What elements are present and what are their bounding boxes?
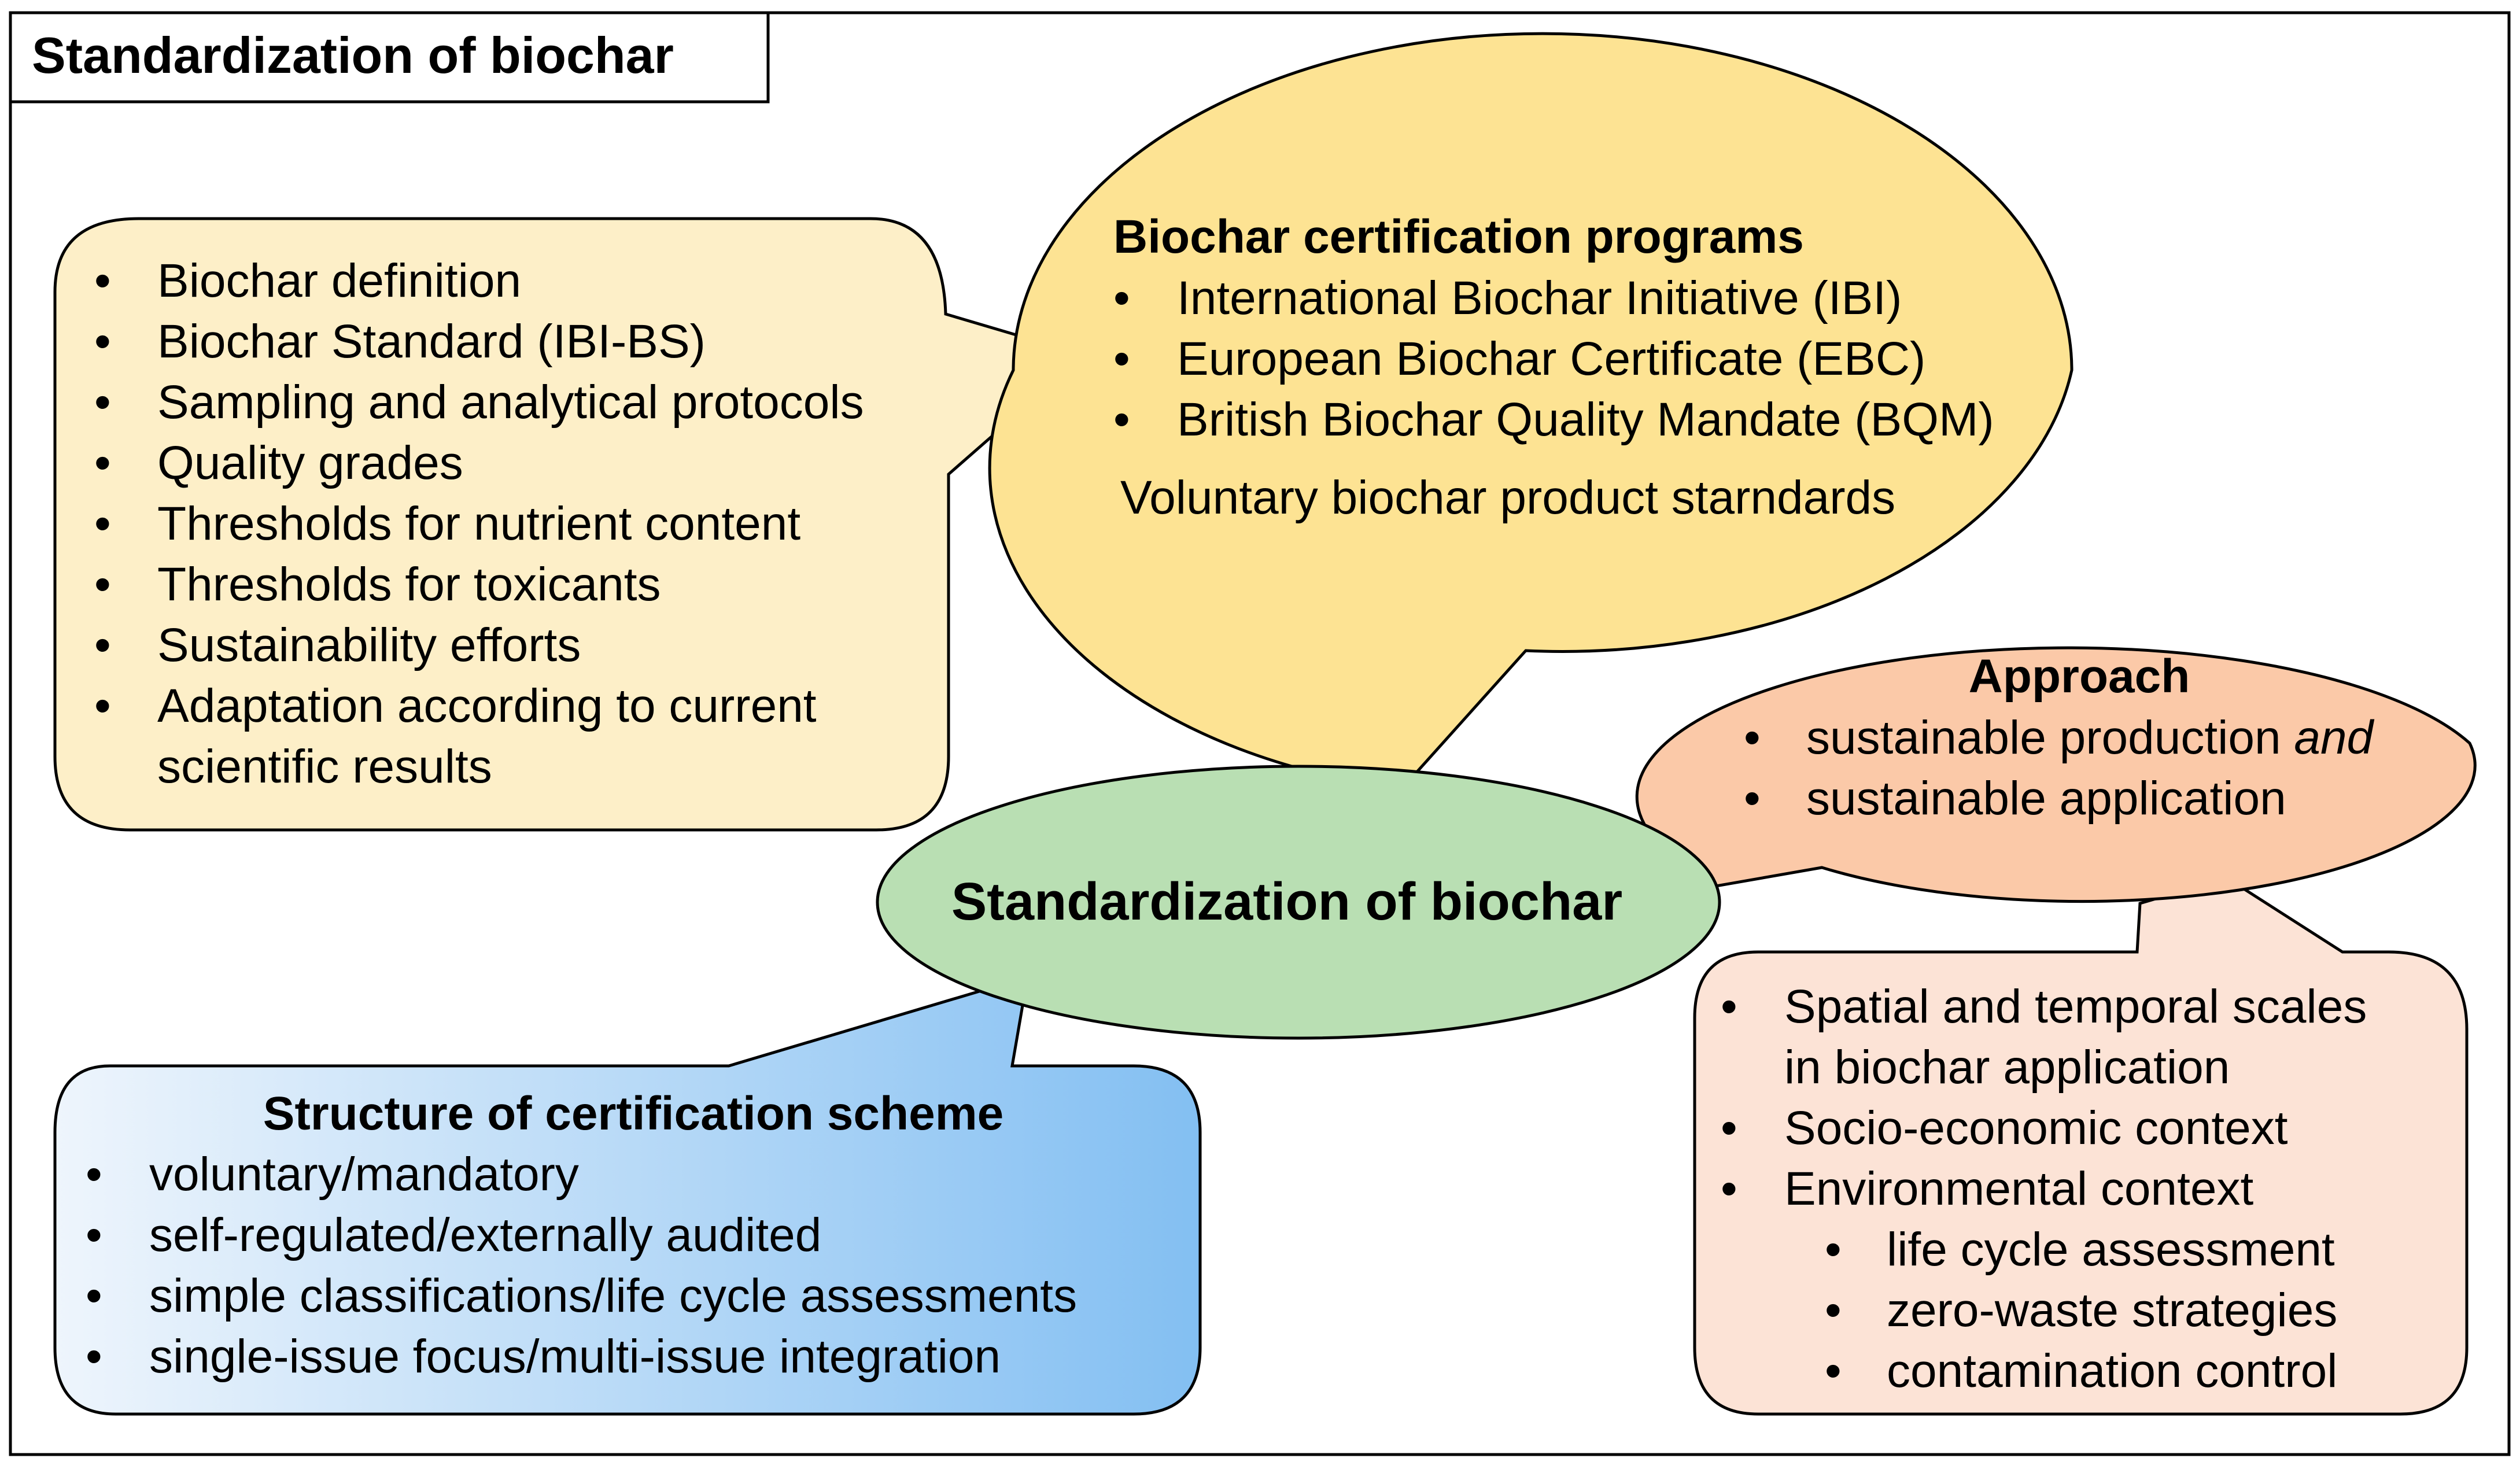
bullet-glyph: • [86,1330,102,1383]
scheme-list: • voluntary/mandatory • self-regulated/e… [86,1148,1077,1383]
standard-item: Quality grades [157,437,463,489]
bullet-glyph: • [1113,333,1130,385]
standard-item: Thresholds for nutrient content [157,497,800,550]
certification-item: British Biochar Quality Mandate (BQM) [1177,393,1994,446]
bullet-glyph: • [1113,393,1130,446]
bullet-glyph: • [86,1148,102,1201]
context-list: • Spatial and temporal scales in biochar… [1721,980,2367,1397]
context-item-continuation: in biochar application [1784,1041,2230,1094]
bullet-glyph: • [94,376,111,429]
standard-list: • Biochar definition • Biochar Standard … [94,254,864,793]
bullet-glyph: • [94,315,111,368]
bullet-glyph: • [94,254,111,307]
standard-item: Sampling and analytical protocols [157,376,864,429]
context-item: Spatial and temporal scales [1784,980,2367,1033]
certification-footer: Voluntary biochar product starndards [1120,471,1895,524]
bullet-glyph: • [1721,980,1737,1033]
scheme-title: Structure of certification scheme [263,1087,1003,1140]
bullet-glyph: • [94,619,111,671]
context-item: Socio-economic context [1784,1102,2288,1154]
scheme-item: simple classifications/life cycle assess… [149,1269,1077,1322]
scheme-item: single-issue focus/multi-issue integrati… [149,1330,1001,1383]
approach-item: sustainable application [1806,772,2286,825]
scheme-callout [53,980,1202,1416]
context-subitem: life cycle assessment [1887,1223,2335,1276]
bullet-glyph: • [94,437,111,489]
certification-item: International Biochar Initiative (IBI) [1177,272,1902,324]
certification-title: Biochar certification programs [1113,211,1804,263]
bullet-glyph: • [1744,711,1761,764]
approach-bubble [1635,646,2477,903]
scheme-item: self-regulated/externally audited [149,1209,821,1261]
standard-item: Biochar definition [157,254,521,307]
title-box [9,11,770,104]
bullet-glyph: • [86,1209,102,1261]
approach-list: • sustainable production and • sustainab… [1744,711,2375,825]
page-title: Standardization of biochar [32,27,674,84]
bullet-glyph: • [94,497,111,550]
bullet-glyph: • [1744,772,1761,825]
bullet-glyph: • [1113,272,1130,324]
standard-item: Adaptation according to current [157,680,817,732]
bullet-glyph: • [1825,1345,1842,1397]
standard-item: Thresholds for toxicants [157,558,661,611]
approach-item: sustainable production and [1806,711,2375,764]
standard-item: Sustainability efforts [157,619,581,671]
bullet-glyph: • [1825,1284,1842,1337]
standard-item: Biochar Standard (IBI-BS) [157,315,706,368]
approach-item-text: sustainable production [1806,711,2294,764]
certification-list: • International Biochar Initiative (IBI)… [1113,272,1994,446]
bullet-glyph: • [1825,1223,1842,1276]
context-subitem: zero-waste strategies [1887,1284,2337,1337]
bullet-glyph: • [86,1269,102,1322]
bullet-glyph: • [1721,1162,1737,1215]
standard-callout [53,217,1020,832]
context-item: Environmental context [1784,1162,2254,1215]
bullet-glyph: • [94,680,111,732]
bullet-glyph: • [94,558,111,611]
center-label: Standardization of biochar [951,872,1622,931]
context-callout [1693,876,2469,1416]
certification-item: European Biochar Certificate (EBC) [1177,333,1925,385]
approach-title: Approach [1969,650,2190,703]
standard-item-continuation: scientific results [157,740,492,793]
approach-item-emphasis: and [2294,711,2374,764]
certification-bubble [988,32,2073,780]
center-ellipse [876,765,1721,1040]
bullet-glyph: • [1721,1102,1737,1154]
context-subitem: contamination control [1887,1345,2337,1397]
scheme-item: voluntary/mandatory [149,1148,579,1201]
